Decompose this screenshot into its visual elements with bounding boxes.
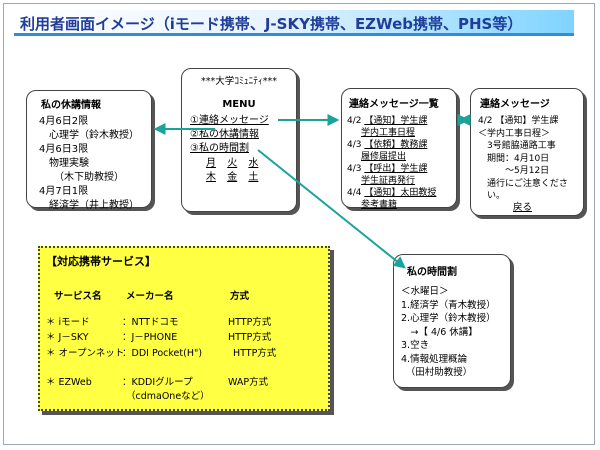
message-subject[interactable]: 学内工事日程	[361, 128, 416, 138]
day-link-tue[interactable]: 火	[227, 158, 238, 169]
service-maker-note: （cdmaOneなど）	[126, 391, 210, 402]
kyuko-line: 4月6日3限	[39, 144, 89, 155]
kyuko-heading: 私の休講情報	[41, 100, 101, 111]
kyuko-line: （木下助教授）	[39, 172, 124, 183]
schedule-body: ＜水曜日＞ 1.経済学（青木教授） 2.心理学（鈴木教授） →【 4/6 休講】…	[401, 285, 496, 380]
schedule-line: 3.空き	[401, 340, 430, 351]
title-bar: 利用者画面イメージ（iモード携帯、J-SKY携帯、EZWeb携帯、PHS等）	[14, 10, 574, 36]
service-name: ＊ EZWeb	[46, 377, 92, 388]
service-method: HTTP方式	[228, 332, 272, 343]
kyuko-line: 4月7日1限	[39, 186, 89, 197]
detail-line: い。	[478, 191, 506, 201]
menu-item-messages[interactable]: ①連絡メッセージ	[190, 115, 269, 126]
slide-frame	[3, 3, 595, 445]
services-panel: 【対応携帯サービス】 サービス名 メーカー名 方式 ＊ iモード ：NTTドコモ…	[38, 246, 330, 411]
detail-line: 3号館脇通路工事	[478, 141, 556, 151]
message-list: 4/2 【通知】学生課 学内工事日程 4/3 【依頼】教務課 履修届提出 4/3…	[347, 115, 436, 211]
schedule-line: ＜水曜日＞	[401, 286, 449, 297]
service-maker: ：NTTドコモ	[122, 317, 179, 328]
service-name: ＊ J－SKY	[46, 332, 89, 343]
day-link-sat[interactable]: 土	[248, 172, 259, 183]
detail-line: 通行にご注意くださ	[478, 178, 568, 189]
kyuko-lines: 4月6日2限 心理学（鈴木教授） 4月6日3限 物理実験 （木下助教授） 4月7…	[39, 115, 139, 213]
col-header-maker: メーカー名	[126, 291, 174, 302]
kyuko-line: 経済学（井上教授）	[39, 200, 139, 211]
message-title[interactable]: 【通知】学生課	[364, 116, 428, 126]
message-subject[interactable]: 参考書籍	[361, 200, 398, 210]
col-header-method: 方式	[230, 291, 250, 302]
schedule-line: 2.心理学（鈴木教授）	[401, 313, 496, 324]
message-detail-heading: 連絡メッセージ	[480, 99, 550, 110]
weekday-row-2: 木 金 土	[206, 171, 258, 185]
service-maker: ：DDI Pocket(H")	[122, 348, 203, 359]
menu-item-schedule[interactable]: ③私の時間割	[190, 143, 249, 154]
kyuko-line: 物理実験	[39, 158, 89, 169]
kyuko-screen: 私の休講情報 4月6日2限 心理学（鈴木教授） 4月6日3限 物理実験 （木下助…	[26, 90, 152, 211]
services-heading: 【対応携帯サービス】	[46, 255, 156, 268]
back-link[interactable]: 戻る	[513, 202, 533, 213]
schedule-line: 1.経済学（青木教授）	[401, 299, 496, 311]
menu-item-kyuko[interactable]: ②私の休講情報	[190, 129, 259, 140]
menu-items: ①連絡メッセージ ②私の休講情報 ③私の時間割	[190, 114, 269, 156]
message-date: 4/3	[347, 140, 362, 150]
day-link-thu[interactable]: 木	[206, 172, 216, 183]
schedule-line: →【 4/6 休講】	[401, 326, 478, 338]
menu-heading: MENU	[222, 99, 256, 110]
message-item[interactable]: 4/3 【呼出】学生課	[347, 163, 436, 175]
kyuko-line: 4月6日2限	[39, 116, 89, 127]
schedule-line: 4.情報処理概論	[401, 353, 468, 365]
col-header-service: サービス名	[54, 291, 102, 302]
message-list-screen: 連絡メッセージ一覧 4/2 【通知】学生課 学内工事日程 4/3 【依頼】教務課…	[341, 88, 457, 211]
service-method: HTTP方式	[228, 317, 272, 328]
day-link-fri[interactable]: 金	[227, 172, 238, 183]
detail-line: 期間：4月10日	[478, 153, 550, 164]
detail-line: ～5月12日	[478, 166, 550, 176]
message-list-heading: 連絡メッセージ一覧	[349, 99, 439, 110]
arrow-menu-to-schedule	[257, 149, 406, 269]
message-detail-screen: 連絡メッセージ 4/2 【通知】学生課 ＜学内工事日程＞ 3号館脇通路工事 期間…	[470, 88, 584, 216]
community-label: ***大学ｺﾐｭﾆﾃｨ***	[200, 76, 277, 87]
service-name: ＊ iモード	[46, 317, 90, 328]
service-method: HTTP方式	[233, 348, 277, 359]
menu-screen: ***大学ｺﾐｭﾆﾃｨ*** MENU ①連絡メッセージ ②私の休講情報 ③私の…	[181, 68, 297, 212]
message-item[interactable]: 4/2 【通知】学生課	[347, 115, 436, 127]
schedule-heading: 私の時間割	[407, 267, 457, 278]
day-link-mon[interactable]: 月	[206, 158, 216, 169]
service-method: WAP方式	[228, 377, 269, 388]
service-maker: ：J－PHONE	[122, 332, 178, 343]
message-title[interactable]: 【通知】太田教授	[364, 188, 437, 198]
message-item[interactable]: 4/4 【通知】太田教授	[347, 187, 436, 199]
service-maker: ：KDDIグループ	[122, 377, 193, 388]
message-subject[interactable]: 学生証再発行	[361, 176, 416, 186]
schedule-line: （田村助教授）	[401, 367, 473, 378]
page-title: 利用者画面イメージ（iモード携帯、J-SKY携帯、EZWeb携帯、PHS等）	[20, 15, 523, 33]
schedule-screen: 私の時間割 ＜水曜日＞ 1.経済学（青木教授） 2.心理学（鈴木教授） →【 4…	[393, 254, 511, 388]
message-detail-body: 4/2 【通知】学生課 ＜学内工事日程＞ 3号館脇通路工事 期間：4月10日 ～…	[478, 115, 568, 203]
message-subject[interactable]: 履修届提出	[361, 152, 407, 162]
message-item[interactable]: 4/3 【依頼】教務課	[347, 139, 436, 151]
day-link-wed[interactable]: 水	[248, 158, 259, 169]
message-title[interactable]: 【呼出】学生課	[364, 164, 428, 174]
message-date: 4/3	[347, 164, 362, 174]
message-date: 4/4	[347, 188, 362, 198]
message-title[interactable]: 【依頼】教務課	[364, 140, 428, 150]
kyuko-line: 心理学（鈴木教授）	[39, 130, 139, 141]
detail-line: 4/2 【通知】学生課	[478, 116, 559, 126]
message-date: 4/2	[347, 116, 362, 126]
weekday-row-1: 月 火 水	[206, 157, 258, 171]
detail-line: ＜学内工事日程＞	[478, 128, 551, 139]
service-name: ＊ オープンネット	[46, 348, 125, 359]
